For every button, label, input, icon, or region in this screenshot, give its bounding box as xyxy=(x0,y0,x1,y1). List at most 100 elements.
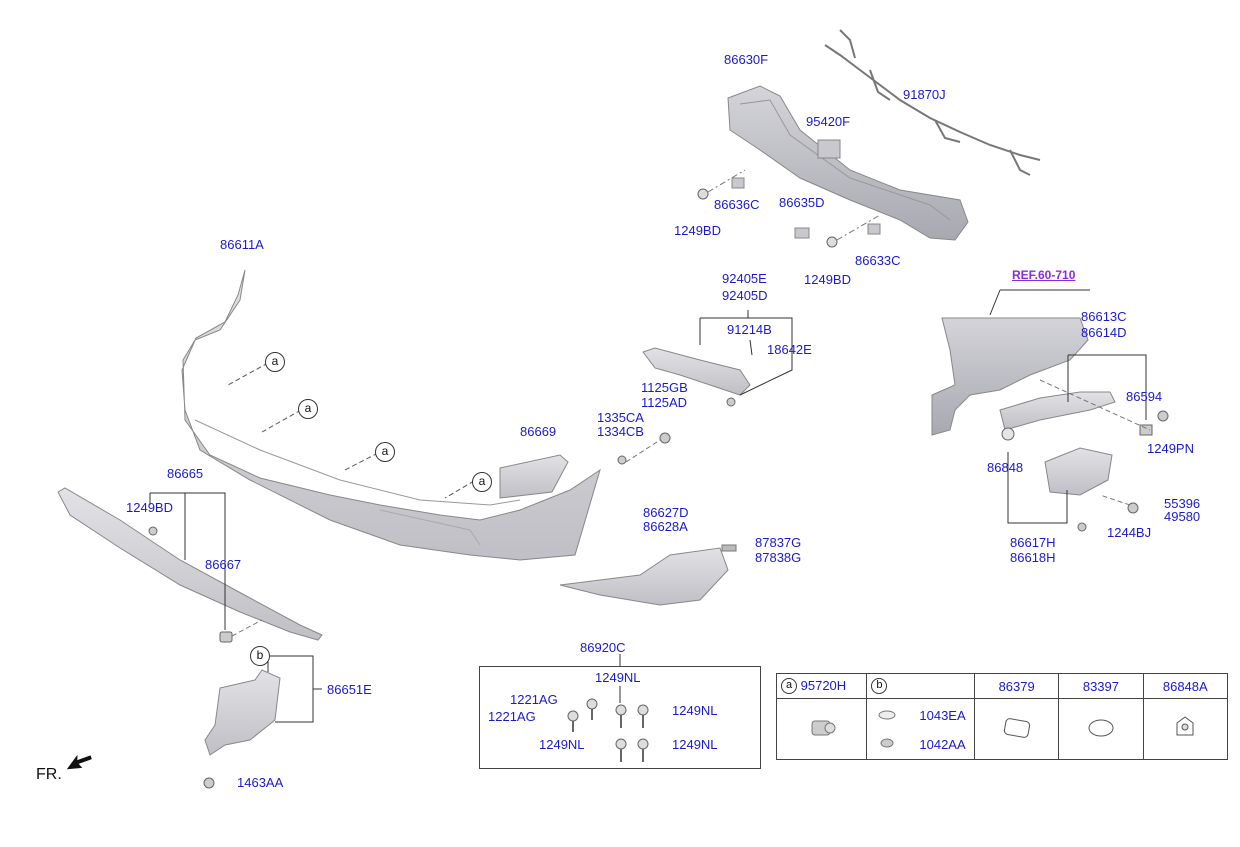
bolt-1249bd-a-shape xyxy=(697,188,709,200)
label-86651e[interactable]: 86651E xyxy=(327,682,372,697)
legend-cell-86848a xyxy=(1142,698,1229,760)
label-1335ca[interactable]: 1335CA xyxy=(597,410,644,425)
legend-part-86379[interactable]: 86379 xyxy=(974,673,1060,699)
washer-nut-icons xyxy=(878,710,896,748)
label-1249nl-b[interactable]: 1249NL xyxy=(672,703,718,718)
label-1249nl-d[interactable]: 1249NL xyxy=(672,737,718,752)
label-1221ag-a[interactable]: 1221AG xyxy=(510,692,558,707)
part-86633c-shape xyxy=(867,223,881,235)
label-91870j[interactable]: 91870J xyxy=(903,87,946,102)
label-86630f[interactable]: 86630F xyxy=(724,52,769,67)
label-86627d[interactable]: 86627D xyxy=(643,505,689,520)
legend-callout-b: b xyxy=(871,678,888,695)
front-direction-label: FR. xyxy=(36,766,62,783)
legend-part-1043ea[interactable]: 1043EA xyxy=(919,708,966,723)
part-95420f-shape xyxy=(817,139,841,159)
label-1244bj[interactable]: 1244BJ xyxy=(1107,525,1152,540)
reflector-shape xyxy=(642,347,751,396)
clip-86848-shape xyxy=(1001,427,1015,441)
label-1249bd-b[interactable]: 1249BD xyxy=(804,272,851,287)
label-86618h[interactable]: 86618H xyxy=(1010,550,1056,565)
label-86613c[interactable]: 86613C xyxy=(1081,309,1127,324)
wire-harness-shape xyxy=(824,29,1041,176)
label-92405e[interactable]: 92405E xyxy=(722,271,767,286)
label-91214b[interactable]: 91214B xyxy=(727,322,772,337)
label-1334cb[interactable]: 1334CB xyxy=(597,424,644,439)
label-86669[interactable]: 86669 xyxy=(520,424,557,439)
label-86617h[interactable]: 86617H xyxy=(1010,535,1056,550)
label-95420f[interactable]: 95420F xyxy=(806,114,851,129)
legend-part-95720h[interactable]: 95720H xyxy=(800,677,847,693)
panel-86669-shape xyxy=(499,454,569,499)
legend-part-86848a[interactable]: 86848A xyxy=(1142,673,1229,699)
screw-set-shapes xyxy=(567,698,649,750)
bolt-1249bd-c-shape xyxy=(148,526,158,536)
label-1249pn[interactable]: 1249PN xyxy=(1147,441,1194,456)
label-87837g[interactable]: 87837G xyxy=(755,535,802,550)
label-86848[interactable]: 86848 xyxy=(987,460,1024,475)
label-86633c[interactable]: 86633C xyxy=(855,253,901,268)
label-1249nl-c[interactable]: 1249NL xyxy=(539,737,585,752)
callout-a-3: a xyxy=(375,442,395,462)
part-86594-shape xyxy=(1139,424,1153,436)
label-86635d[interactable]: 86635D xyxy=(779,195,825,210)
label-49580[interactable]: 49580 xyxy=(1164,509,1201,524)
label-86636c[interactable]: 86636C xyxy=(714,197,760,212)
label-1125ad[interactable]: 1125AD xyxy=(641,395,688,410)
callout-b: b xyxy=(250,646,270,666)
legend-cell-86379 xyxy=(974,698,1060,760)
label-86665[interactable]: 86665 xyxy=(167,466,204,481)
label-1125gb[interactable]: 1125GB xyxy=(641,380,688,395)
label-86667[interactable]: 86667 xyxy=(205,557,242,572)
ref-label[interactable]: REF.60-710 xyxy=(1012,268,1076,282)
callout-a-4: a xyxy=(472,472,492,492)
bracket-86651e-shape xyxy=(204,669,281,756)
label-87838g[interactable]: 87838G xyxy=(755,550,802,565)
part-86667-shape xyxy=(219,631,233,643)
legend-cell-83397 xyxy=(1058,698,1144,760)
legend-callout-a: a xyxy=(781,678,797,695)
bracket-86613c-shape xyxy=(999,391,1116,431)
nut-1334cb-shape xyxy=(617,455,627,465)
front-arrow-icon xyxy=(66,754,92,770)
label-1463aa[interactable]: 1463AA xyxy=(237,775,284,790)
lower-garnish-shape xyxy=(57,487,323,641)
legend-part-83397[interactable]: 83397 xyxy=(1058,673,1144,699)
clip-1125gb-shape xyxy=(726,397,736,407)
label-86594[interactable]: 86594 xyxy=(1126,389,1163,404)
label-86628a[interactable]: 86628A xyxy=(643,519,688,534)
label-1249nl-a[interactable]: 1249NL xyxy=(595,670,641,685)
nut-55396-shape xyxy=(1127,502,1139,514)
label-86611a[interactable]: 86611A xyxy=(220,237,264,252)
bumper-cover-shape xyxy=(181,269,601,561)
bumper-beam-shape xyxy=(727,85,969,241)
legend-cell-b: 1043EA 1042AA xyxy=(866,698,976,760)
label-92405d[interactable]: 92405D xyxy=(722,288,768,303)
part-86636c-shape xyxy=(731,177,745,189)
legend-header-b: b xyxy=(866,673,976,699)
legend-cell-sensor xyxy=(775,698,868,760)
legend-table: a 95720H b 86379 83397 86848A 1043EA 104… xyxy=(775,673,1229,760)
label-86920c[interactable]: 86920C xyxy=(580,640,626,655)
bolt-1463aa-shape xyxy=(203,777,215,789)
label-1249bd-a[interactable]: 1249BD xyxy=(674,223,721,238)
label-1249bd-c[interactable]: 1249BD xyxy=(126,500,173,515)
label-18642e[interactable]: 18642E xyxy=(767,342,812,357)
legend-header-a: a 95720H xyxy=(775,673,868,699)
legend-part-1042aa[interactable]: 1042AA xyxy=(919,737,966,752)
callout-a-2: a xyxy=(298,399,318,419)
callout-a-1: a xyxy=(265,352,285,372)
clip-87837g-shape xyxy=(721,544,737,552)
pad-icon xyxy=(1003,717,1030,738)
parking-sensor-icon xyxy=(811,720,836,735)
label-86614d[interactable]: 86614D xyxy=(1081,325,1127,340)
bolt-1249pn-shape xyxy=(1157,410,1169,422)
bracket-86617h-shape xyxy=(1044,447,1113,496)
label-55396[interactable]: 55396 xyxy=(1164,496,1201,511)
plug-icon xyxy=(1088,719,1114,736)
label-1221ag-b[interactable]: 1221AG xyxy=(488,709,536,724)
screw-set-box xyxy=(479,666,761,769)
body-panel-ref-shape xyxy=(931,317,1089,436)
